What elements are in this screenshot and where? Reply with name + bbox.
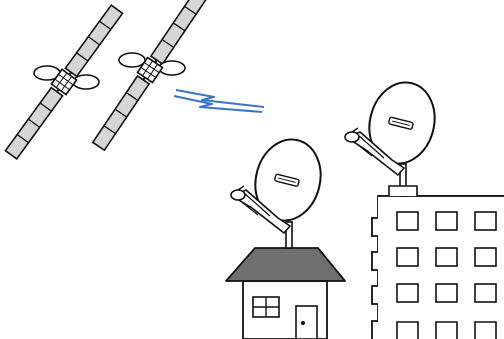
building-window [436, 212, 457, 230]
satellite-1-solar-panel-upper [60, 5, 123, 84]
building-window [475, 212, 496, 230]
building-window [397, 284, 418, 302]
building-window [475, 248, 496, 266]
satellite-dish-house [231, 132, 329, 248]
house-window [253, 297, 279, 317]
signal-lightning-icon [174, 90, 264, 112]
satellite-dish-building [345, 75, 443, 196]
satellite-2-solar-panel-lower [93, 68, 155, 150]
satellite-1-antenna-right [73, 75, 99, 89]
house-door [296, 306, 317, 339]
satellite-2-antenna-left [119, 53, 145, 67]
building-window [397, 212, 418, 230]
apartment-building [372, 196, 504, 339]
building-window [475, 284, 496, 302]
building-window [436, 284, 457, 302]
building-window [436, 248, 457, 266]
house [226, 248, 345, 339]
building-window [397, 248, 418, 266]
satellite-1-solar-panel-lower [5, 80, 68, 159]
